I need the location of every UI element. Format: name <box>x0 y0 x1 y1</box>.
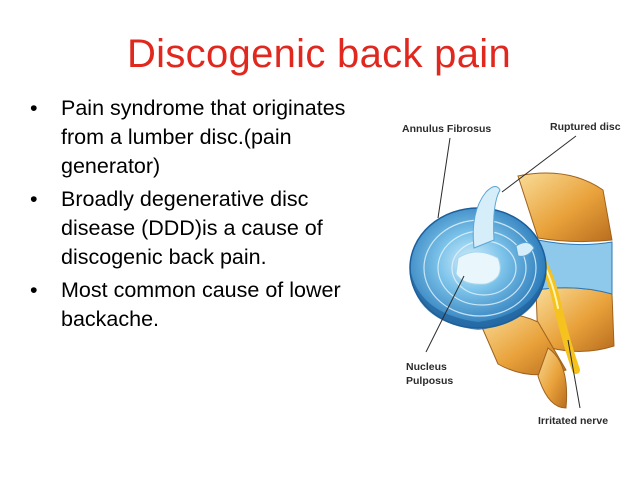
bullet-item: • Broadly degenerative disc disease (DDD… <box>30 185 375 272</box>
bullet-text: Pain syndrome that originates from a lum… <box>61 96 346 178</box>
bullet-list: • Pain syndrome that originates from a l… <box>30 94 375 338</box>
bullet-item: • Most common cause of lower backache. <box>30 276 375 334</box>
slide-title: Discogenic back pain <box>127 32 511 76</box>
spinous-process-tail-shape <box>537 347 568 409</box>
disc-illustration: Annulus Fibrosus Ruptured disc Nucleus P… <box>402 121 621 427</box>
bullet-dot-icon: • <box>30 96 38 120</box>
label-pulposus: Pulposus <box>406 375 453 387</box>
label-irritated-nerve: Irritated nerve <box>538 415 608 427</box>
label-ruptured-disc: Ruptured disc <box>550 121 621 133</box>
nerve-leader-line <box>567 339 581 409</box>
ruptured-disc-shape <box>472 186 501 249</box>
bullet-dot-icon: • <box>30 187 38 211</box>
upper-vertebra-shape <box>517 172 613 243</box>
annulus-leader-line <box>437 137 451 219</box>
nucleus-pulposus-shape <box>455 251 501 285</box>
herniation-bulge-shape <box>515 242 535 257</box>
label-annulus-fibrosus: Annulus Fibrosus <box>402 123 491 135</box>
bullet-item: • Pain syndrome that originates from a l… <box>30 94 375 181</box>
bullet-text: Most common cause of lower backache. <box>61 278 341 331</box>
bullet-text: Broadly degenerative disc disease (DDD)i… <box>61 187 323 269</box>
bullet-dot-icon: • <box>30 278 38 302</box>
label-nucleus: Nucleus <box>406 361 447 373</box>
nucleus-leader-line <box>425 275 465 353</box>
disc-rim-shape <box>410 268 546 330</box>
ruptured-leader-line <box>501 135 577 193</box>
